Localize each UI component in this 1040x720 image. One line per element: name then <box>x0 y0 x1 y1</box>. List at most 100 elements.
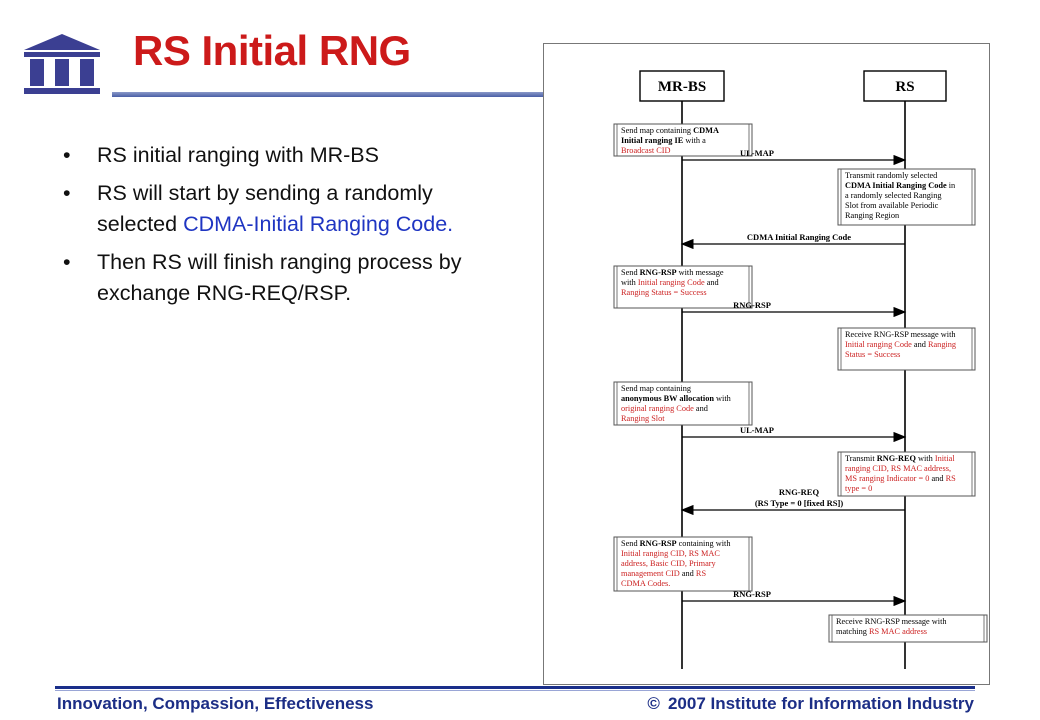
note-text: RNG-RSP <box>640 539 677 548</box>
note-text: with a <box>683 136 706 145</box>
note-text: Ranging Region <box>845 211 900 220</box>
note-line: matching RS MAC address <box>836 627 927 636</box>
note-text: and <box>912 340 928 349</box>
note-text: management CID <box>621 569 680 578</box>
note-line: Ranging Region <box>845 211 900 220</box>
footer-slogan: Innovation, Compassion, Effectiveness <box>57 694 374 713</box>
note-box <box>837 168 976 226</box>
note-line: Initial ranging CID, RS MAC <box>621 549 720 558</box>
note-text: RS MAC address <box>869 627 927 636</box>
note-text: RS <box>696 569 707 578</box>
bullet-text: RS initial ranging with MR-BS <box>97 143 379 167</box>
note-line: CDMA Codes. <box>621 579 670 588</box>
message-label: CDMA Initial Ranging Code <box>747 232 851 242</box>
note-line: Send RNG-RSP with message <box>621 268 724 277</box>
message-label: UL-MAP <box>740 425 774 435</box>
bullet-highlight-text: CDMA-Initial Ranging Code. <box>183 212 454 236</box>
note-text: and <box>929 474 945 483</box>
title-underline <box>112 92 544 97</box>
footer-rule <box>55 686 975 689</box>
note-text: ranging CID, RS MAC address, <box>845 464 951 473</box>
note-line: ranging CID, RS MAC address, <box>845 464 951 473</box>
note-text: Slot from available Periodic <box>845 201 939 210</box>
note-text: and <box>680 569 696 578</box>
note-text: Initial <box>935 454 956 463</box>
note-text: CDMA Initial Ranging Code <box>845 181 947 190</box>
message-label: (RS Type = 0 [fixed RS]) <box>755 498 844 508</box>
footer-rule-thin <box>55 690 975 691</box>
note-text: Initial ranging CID, RS MAC <box>621 549 720 558</box>
bullet-list: •RS initial ranging with MR-BS•RS will s… <box>55 140 485 316</box>
note-text: in <box>947 181 956 190</box>
bullet-dot: • <box>63 250 71 274</box>
note-line: CDMA Initial Ranging Code in <box>845 181 956 190</box>
note-box <box>613 265 753 309</box>
bullet-text: RS will start by sending a randomly sele… <box>97 181 433 236</box>
message-label: RNG-REQ <box>779 487 820 497</box>
note-line: type = 0 <box>845 484 872 493</box>
note-text: a randomly selected Ranging <box>845 191 942 200</box>
note-text: with <box>621 278 638 287</box>
note-text: Ranging <box>928 340 956 349</box>
note-text: Initial ranging Code <box>845 340 912 349</box>
slide-title: RS Initial RNG <box>133 27 411 74</box>
note-text: address, Basic CID, Primary <box>621 559 717 568</box>
note-box <box>828 614 988 643</box>
note-text: with <box>916 454 935 463</box>
note-line: Ranging Status = Success <box>621 288 707 297</box>
note-line: Slot from available Periodic <box>845 201 939 210</box>
note-text: Receive RNG-RSP message with <box>836 617 947 626</box>
note-text: CDMA <box>693 126 719 135</box>
note-text: Initial ranging IE <box>621 136 684 145</box>
note-line: MS ranging Indicator = 0 and RS <box>845 474 956 483</box>
note-box <box>837 451 976 497</box>
note-text: Broadcast CID <box>621 146 671 155</box>
note-text: Send <box>621 539 640 548</box>
note-text: containing with <box>677 539 732 548</box>
note-text: RS <box>946 474 957 483</box>
note-line: Ranging Slot <box>621 414 665 423</box>
note-line: Status = Success <box>845 350 900 359</box>
bullet-dot: • <box>63 181 71 205</box>
iii-logo <box>20 32 104 96</box>
note-text: Ranging Status = Success <box>621 288 707 297</box>
bullet-item: •RS initial ranging with MR-BS <box>55 140 485 171</box>
note-line: a randomly selected Ranging <box>845 191 942 200</box>
note-text: MS ranging Indicator = 0 <box>845 474 929 483</box>
entity-label: MR-BS <box>658 79 706 95</box>
note-box <box>613 123 753 157</box>
note-line: Send RNG-RSP containing with <box>621 539 731 548</box>
note-box <box>837 327 976 371</box>
note-line: Initial ranging IE with a <box>621 136 706 145</box>
note-text: original ranging Code <box>621 404 694 413</box>
bullet-text: Then RS will finish ranging process by e… <box>97 250 462 305</box>
footer-copyright: © 2007 Institute for Information Industry <box>647 694 974 714</box>
note-text: and <box>705 278 720 287</box>
note-line: Send map containing CDMA <box>621 126 719 135</box>
note-text: anonymous BW allocation <box>621 394 714 403</box>
entity-label: RS <box>895 79 914 95</box>
message-label: UL-MAP <box>740 148 774 158</box>
note-text: CDMA Codes. <box>621 579 670 588</box>
note-text: Ranging Slot <box>621 414 665 423</box>
note-line: Broadcast CID <box>621 146 671 155</box>
note-line: anonymous BW allocation with <box>621 394 732 403</box>
entity-box <box>639 70 725 102</box>
entity-box <box>863 70 947 102</box>
note-text: with message <box>677 268 724 277</box>
note-box <box>613 381 753 426</box>
note-line: Transmit RNG-REQ with Initial <box>845 454 955 463</box>
note-text: Send <box>621 268 640 277</box>
bullet-item: • Then RS will finish ranging process by … <box>55 247 485 309</box>
copyright-icon: © <box>647 694 660 713</box>
note-line: address, Basic CID, Primary <box>621 559 717 568</box>
note-text: Transmit randomly selected <box>845 171 938 180</box>
copyright-text: 2007 Institute for Information Industry <box>667 694 974 713</box>
note-text: RNG-REQ <box>877 454 917 463</box>
iii-building-logo-icon <box>24 34 100 94</box>
note-text: Send map containing <box>621 126 693 135</box>
note-text: and <box>694 404 709 413</box>
bullet-item: • RS will start by sending a randomly sel… <box>55 178 485 240</box>
note-text: matching <box>836 627 869 636</box>
